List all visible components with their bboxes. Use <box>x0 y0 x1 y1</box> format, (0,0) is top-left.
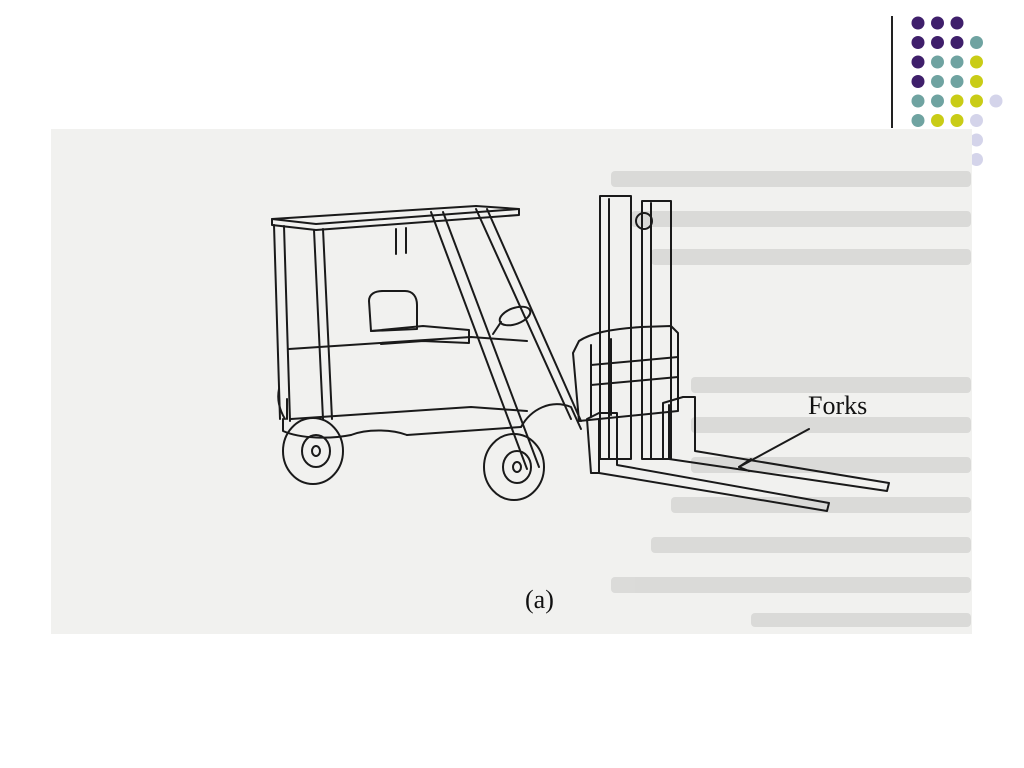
decor-dot <box>911 94 925 108</box>
decor-dot <box>931 55 944 69</box>
decor-dot <box>950 16 964 30</box>
vertical-divider <box>891 16 893 128</box>
decor-dot <box>950 36 964 49</box>
decor-dot <box>931 16 944 30</box>
decor-dot <box>950 114 964 127</box>
decor-dot <box>931 75 944 88</box>
dot-grid-ornament <box>911 16 1003 166</box>
decor-dot <box>911 75 925 88</box>
decor-dot <box>931 114 944 127</box>
forks-callout-label: Forks <box>808 391 868 420</box>
decor-dot <box>911 16 925 30</box>
decor-dot <box>989 94 1003 108</box>
decor-dot <box>970 75 983 88</box>
decor-dot <box>950 55 964 69</box>
decor-dot <box>911 36 925 49</box>
decor-dot <box>970 153 983 166</box>
decor-dot <box>950 94 964 108</box>
decor-dot <box>950 75 964 88</box>
decor-dot <box>931 94 944 108</box>
decor-dot <box>970 94 983 108</box>
decor-dot <box>911 114 925 127</box>
decor-dot <box>970 36 983 49</box>
decor-dot <box>970 114 983 127</box>
decor-dot <box>970 133 983 147</box>
decor-dot <box>970 55 983 69</box>
figure-caption: (a) <box>525 585 554 614</box>
decor-dot <box>931 36 944 49</box>
decor-dot <box>911 55 925 69</box>
forklift-illustration <box>271 171 971 627</box>
scanned-figure: Forks (a) <box>51 129 972 634</box>
